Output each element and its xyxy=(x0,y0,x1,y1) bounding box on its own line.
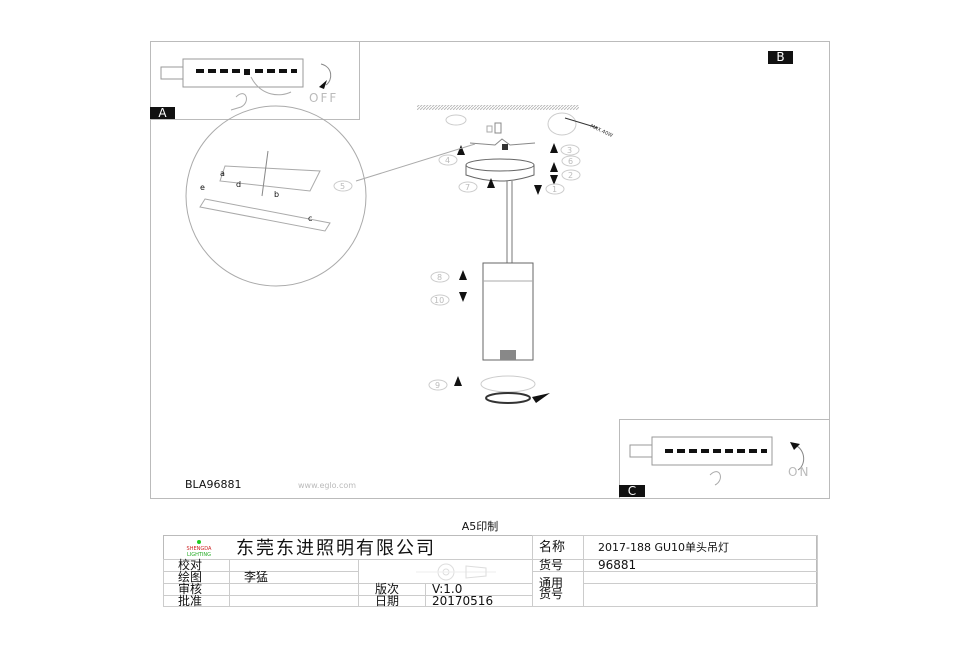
approve-label: 批准 xyxy=(163,595,230,607)
off-label: OFF xyxy=(309,91,338,105)
svg-text:d: d xyxy=(236,180,241,189)
name-value: 2017-188 GU10单头吊灯 xyxy=(583,535,818,560)
company-logo: SHENGDA LIGHTING xyxy=(174,538,224,560)
svg-text:10: 10 xyxy=(434,296,444,305)
svg-text:4: 4 xyxy=(445,156,450,165)
assembly-illustration: MAX.40W 4 3 6 2 7 1 8 10 9 5 a b xyxy=(185,105,614,491)
panel-a-label: A xyxy=(150,107,175,120)
company-name: 东莞东进照明有限公司 xyxy=(236,537,436,559)
part-thumbnail xyxy=(358,559,533,584)
svg-text:3: 3 xyxy=(567,146,572,155)
approve-value xyxy=(229,595,359,607)
model-number: BLA96881 xyxy=(185,478,241,491)
general-item-label: 通用 货号 xyxy=(532,571,584,607)
svg-text:e: e xyxy=(200,183,205,192)
breaker-on-illustration: ON xyxy=(629,436,810,486)
name-label: 名称 xyxy=(532,535,584,560)
panel-b-label: B xyxy=(768,51,793,64)
date-value: 20170516 xyxy=(425,595,533,607)
max-wattage-label: MAX.40W xyxy=(589,123,613,139)
svg-text:a: a xyxy=(220,169,225,178)
arrow-icon xyxy=(790,442,800,450)
svg-text:1: 1 xyxy=(552,185,557,194)
website-text: www.eglo.com xyxy=(298,481,356,490)
panel-a: OFF xyxy=(150,41,360,120)
date-label: 日期 xyxy=(358,595,426,607)
arrow-icon xyxy=(319,80,327,89)
print-note: A5印制 xyxy=(461,520,499,533)
title-block: SHENGDA LIGHTING 东莞东进照明有限公司 名称 2017-188 … xyxy=(163,535,818,607)
svg-text:7: 7 xyxy=(465,183,470,192)
breaker-switches xyxy=(196,69,297,75)
on-label: ON xyxy=(788,465,810,479)
general-item-value-2 xyxy=(583,583,818,607)
panel-c: ON xyxy=(619,419,830,499)
drawing-frame xyxy=(150,41,830,499)
svg-text:6: 6 xyxy=(568,157,573,166)
breaker-off-illustration: OFF xyxy=(160,58,338,111)
svg-text:5: 5 xyxy=(340,182,345,191)
step-numbers: 4 3 6 2 7 1 8 10 9 5 xyxy=(333,144,581,391)
svg-text:b: b xyxy=(274,190,279,199)
svg-text:9: 9 xyxy=(435,381,440,390)
wiring-detail: a b c d e xyxy=(199,150,331,232)
svg-text:c: c xyxy=(308,214,312,223)
arrow-icons xyxy=(454,143,558,403)
panel-c-label: C xyxy=(619,485,645,498)
svg-text:2: 2 xyxy=(568,171,573,180)
svg-text:8: 8 xyxy=(437,273,442,282)
